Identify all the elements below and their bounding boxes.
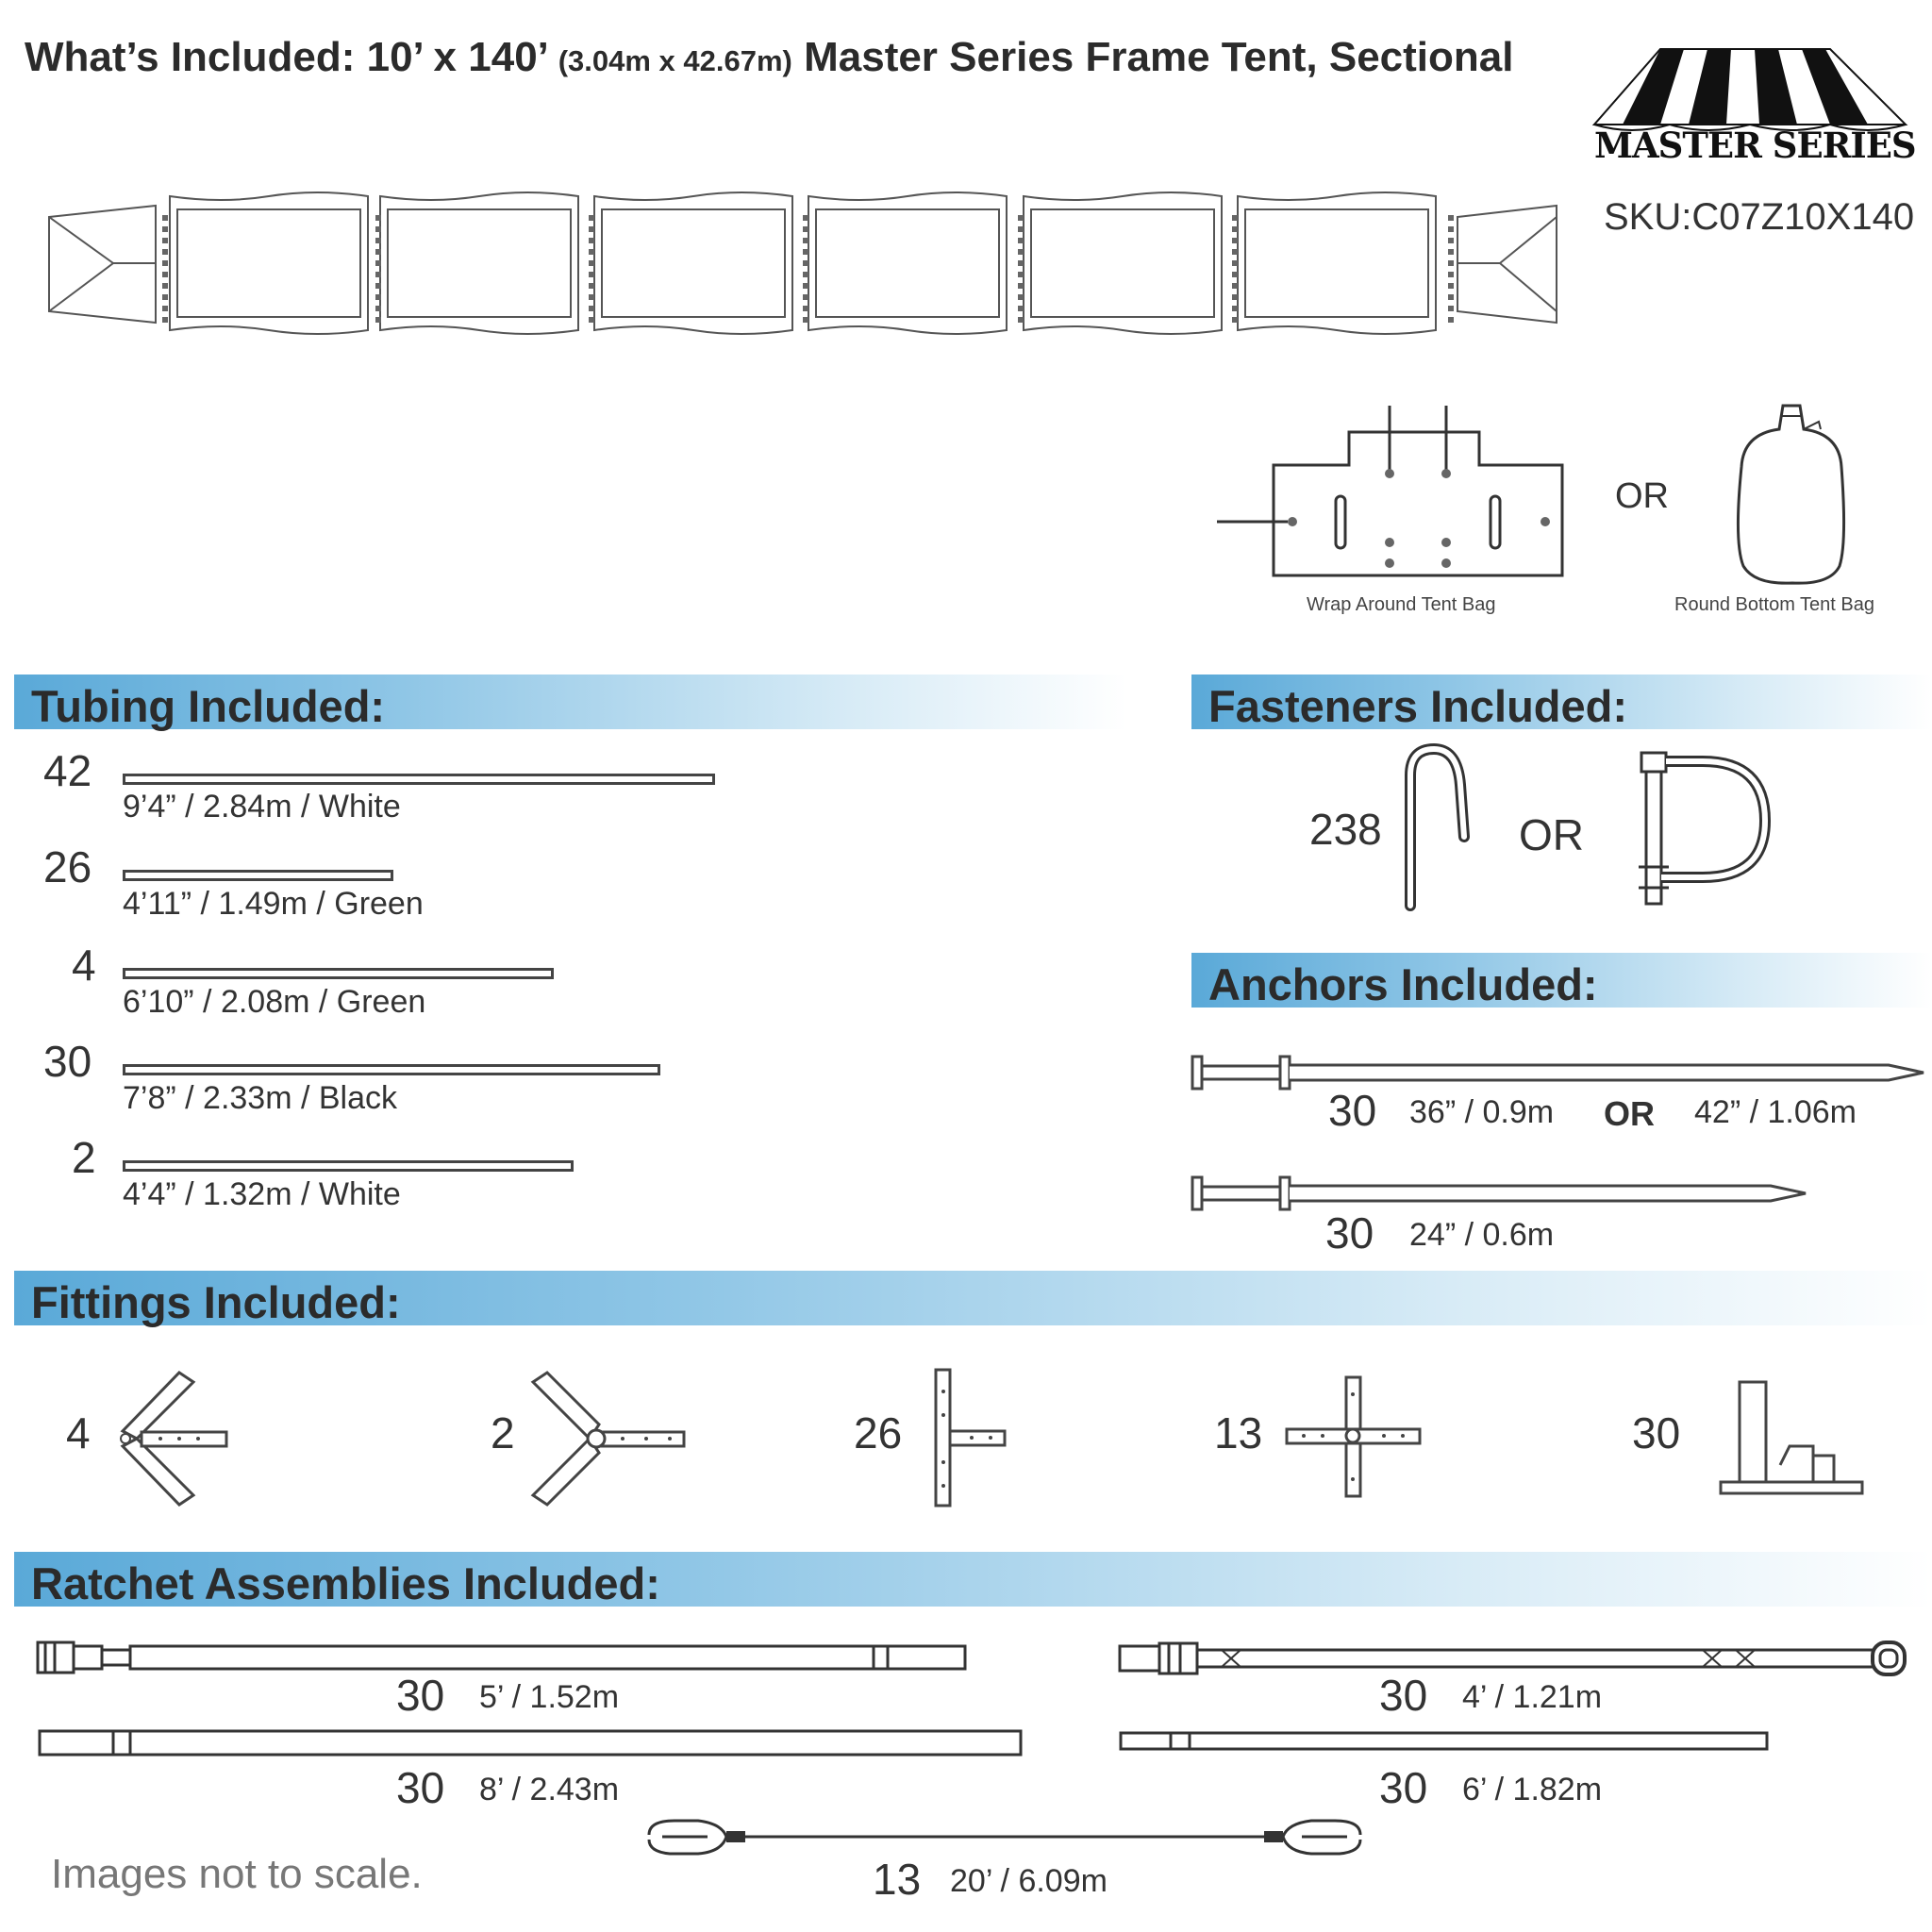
fasteners-heading-band: Fasteners Included: (1191, 675, 1932, 731)
strap-8ft-icon (38, 1729, 1024, 1757)
tent-panel (1031, 209, 1214, 317)
round-bottom-tent-bag-icon (1726, 401, 1858, 590)
tubing-label: 6’10” / 2.08m / Green (123, 984, 426, 1020)
lacing-seam (162, 215, 168, 323)
fastener-qty: 238 (1309, 805, 1382, 854)
anchors-heading-band: Anchors Included: (1191, 953, 1932, 1009)
tubing-qty: 42 (43, 746, 92, 795)
fitting-qty: 4 (66, 1408, 91, 1457)
tubing-rod (123, 968, 554, 979)
page-title: What’s Included: 10’ x 140’ (3.04m x 42.… (25, 34, 1513, 81)
tubing-qty: 2 (72, 1133, 96, 1182)
foot-plate-icon (1719, 1380, 1865, 1495)
ratchets-heading-band: Ratchet Assemblies Included: (14, 1552, 1932, 1608)
tubing-rod (123, 774, 715, 785)
ratchet-strap-5ft-icon (36, 1637, 970, 1678)
ratchet-label: 20’ / 6.09m (950, 1863, 1108, 1899)
anchor-alt-label: 42” / 1.06m (1694, 1094, 1857, 1130)
cross-fitting-icon (1285, 1375, 1422, 1498)
bags-or-label: OR (1615, 476, 1669, 516)
lacing-seam (803, 215, 808, 323)
tubing-rod (123, 1160, 574, 1172)
tent-middle-section (380, 192, 578, 334)
y-fitting-icon (528, 1373, 689, 1505)
lacing-seam (1448, 215, 1454, 323)
logo-text: MASTER SERIES (1594, 125, 1917, 166)
tent-sections-diagram (0, 0, 1932, 377)
fitting-qty: 2 (491, 1408, 515, 1457)
ratchets-heading: Ratchet Assemblies Included: (31, 1558, 660, 1608)
anchors-heading: Anchors Included: (1208, 959, 1598, 1009)
tent-middle-section (808, 192, 1007, 334)
tent-panel (388, 209, 571, 317)
master-series-logo-icon (1594, 42, 1906, 126)
cable-snap-hooks-icon (641, 1816, 1368, 1863)
arrow-corner-fitting-icon (118, 1373, 231, 1505)
tent-panel (816, 209, 999, 317)
fasteners-or-label: OR (1519, 810, 1584, 859)
sku-label: SKU:C07Z10X140 (1604, 196, 1915, 238)
fasteners-heading: Fasteners Included: (1208, 681, 1627, 731)
round-bag-label: Round Bottom Tent Bag (1674, 594, 1874, 615)
anchor-label: 36” / 0.9m (1409, 1094, 1555, 1130)
lacing-seam (1018, 215, 1024, 323)
tent-middle-section (1024, 192, 1222, 334)
lacing-seam (589, 215, 594, 323)
title-metric: (3.04m x 42.67m) (558, 44, 792, 77)
ratchet-label: 8’ / 2.43m (479, 1772, 620, 1807)
ratchet-label: 5’ / 1.52m (479, 1679, 620, 1715)
tubing-label: 4’11” / 1.49m / Green (123, 886, 424, 922)
lacing-seam (1232, 215, 1238, 323)
tent-end-section (49, 206, 156, 323)
fittings-heading: Fittings Included: (31, 1277, 401, 1327)
anchor-qty: 30 (1325, 1208, 1374, 1257)
tent-middle-section (1238, 192, 1436, 334)
ratchet-label: 4’ / 1.21m (1462, 1679, 1603, 1715)
tubing-label: 9’4” / 2.84m / White (123, 789, 401, 824)
strap-6ft-icon (1119, 1731, 1770, 1752)
tent-panel (1245, 209, 1428, 317)
not-to-scale-note: Images not to scale. (51, 1851, 423, 1897)
ratchet-label: 6’ / 1.82m (1462, 1772, 1603, 1807)
tubing-qty: 26 (43, 842, 92, 891)
tubing-qty: 30 (43, 1037, 92, 1086)
anchor-label: 24” / 0.6m (1409, 1217, 1555, 1253)
fittings-heading-band: Fittings Included: (14, 1271, 1932, 1327)
tent-end-section (1457, 206, 1557, 323)
tubing-label: 7’8” / 2.33m / Black (123, 1080, 398, 1116)
ratchet-qty: 30 (1379, 1763, 1428, 1812)
title-main: What’s Included: 10’ x 140’ (25, 34, 547, 80)
anchor-or-label: OR (1604, 1094, 1655, 1133)
fitting-qty: 13 (1214, 1408, 1263, 1457)
fitting-qty: 26 (854, 1408, 903, 1457)
tent-middle-section (594, 192, 792, 334)
lacing-seam (375, 215, 381, 323)
tent-panel (177, 209, 360, 317)
safety-pin-icon (1637, 750, 1769, 910)
ratchet-qty: 30 (396, 1763, 445, 1812)
t-fitting-icon (934, 1368, 1009, 1509)
fitting-qty: 30 (1632, 1408, 1681, 1457)
wrap-around-tent-bag-icon (1217, 406, 1575, 594)
wrap-bag-label: Wrap Around Tent Bag (1307, 594, 1496, 615)
anchor-qty: 30 (1328, 1086, 1377, 1135)
short-anchor-stake-icon (1191, 1175, 1813, 1213)
tent-middle-section (170, 192, 368, 334)
tubing-qty: 4 (72, 941, 96, 990)
tubing-label: 4’4” / 1.32m / White (123, 1176, 401, 1212)
long-anchor-stake-icon (1191, 1055, 1926, 1092)
ratchet-qty: 30 (396, 1671, 445, 1720)
tubing-rod (123, 1064, 660, 1075)
tubing-heading: Tubing Included: (31, 681, 386, 731)
title-rest: Master Series Frame Tent, Sectional (804, 34, 1514, 80)
ratchet-qty: 13 (873, 1855, 922, 1904)
ratchet-strap-4ft-icon (1118, 1639, 1910, 1678)
hook-stake-icon (1406, 747, 1472, 908)
tent-panel (602, 209, 785, 317)
tubing-heading-band: Tubing Included: (14, 675, 1127, 731)
tubing-rod (123, 870, 393, 881)
ratchet-qty: 30 (1379, 1671, 1428, 1720)
